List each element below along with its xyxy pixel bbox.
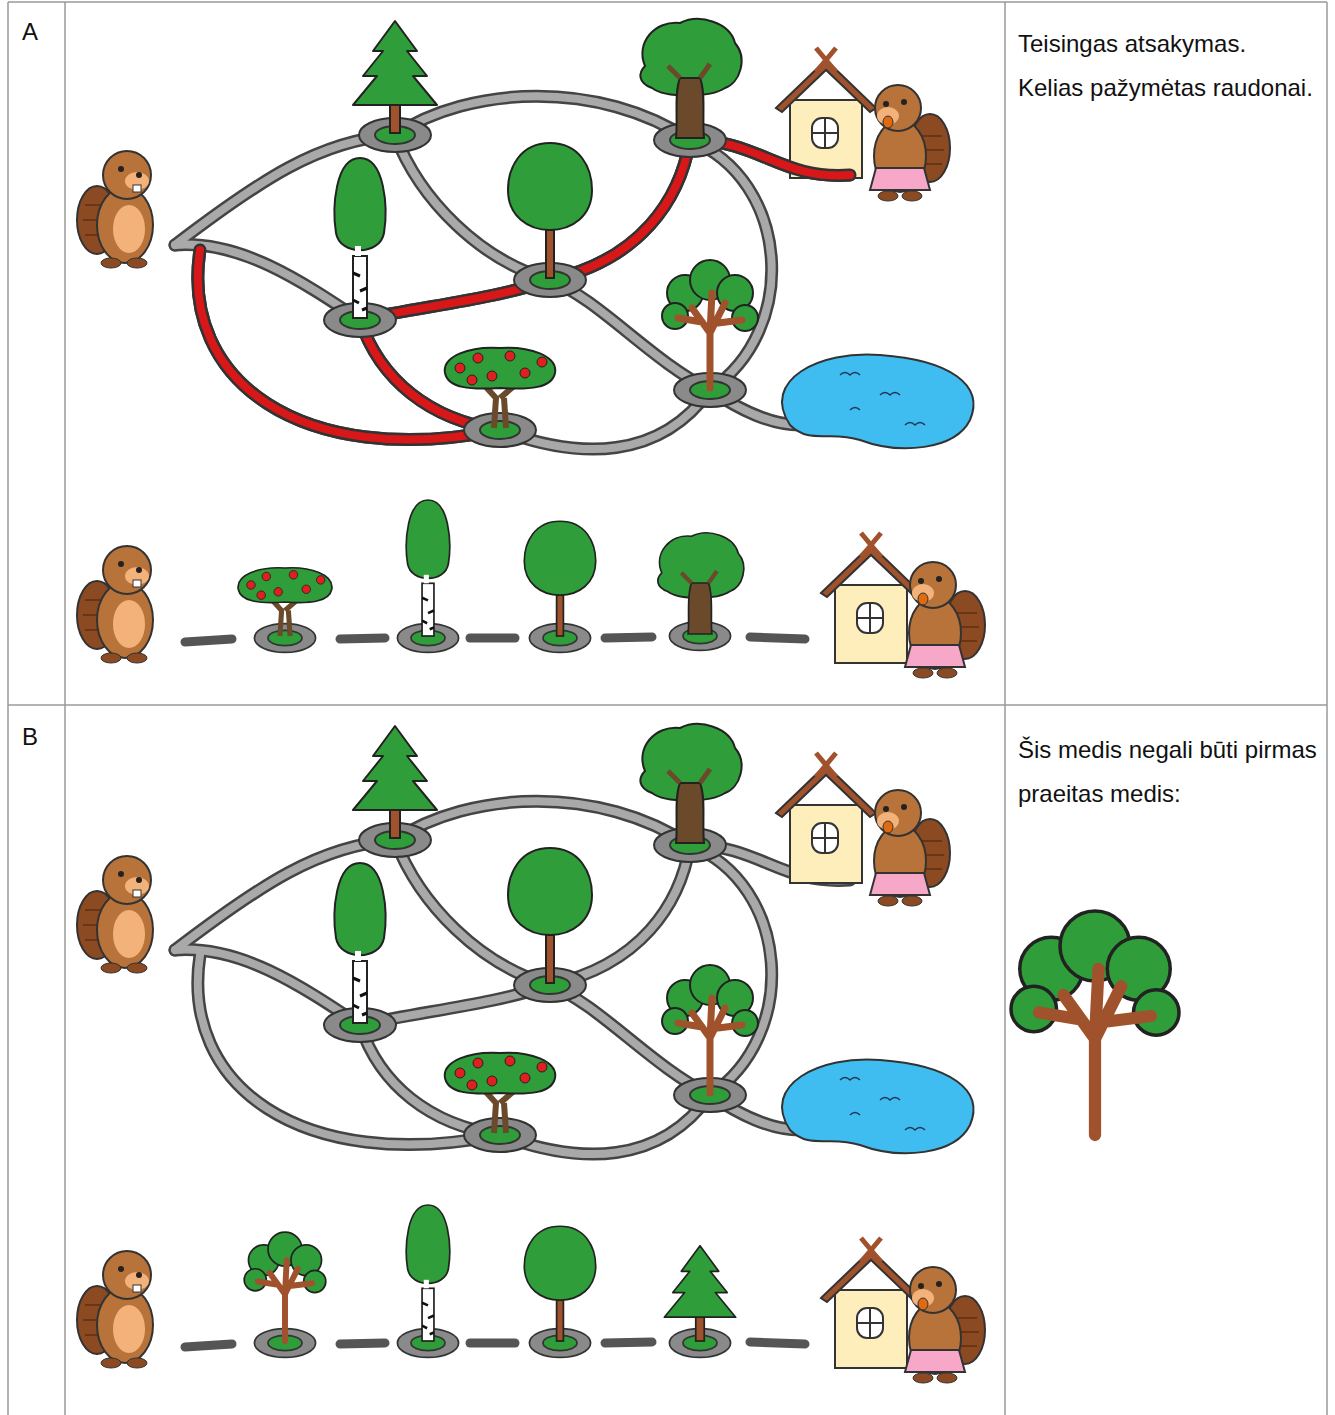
path-sequence [77,500,985,678]
wrong-tree [1011,911,1179,1135]
row-letter: A [22,10,58,54]
forest-map [77,19,973,449]
answer-note: Teisingas atsakymas. Kelias pažymėtas ra… [1018,22,1318,111]
row-letter: B [22,715,58,759]
table-grid [8,2,1327,1415]
forest-map [77,724,973,1154]
answer-note: Šis medis negali būti pirmas praeitas me… [1018,728,1318,817]
path-sequence [77,1205,985,1383]
